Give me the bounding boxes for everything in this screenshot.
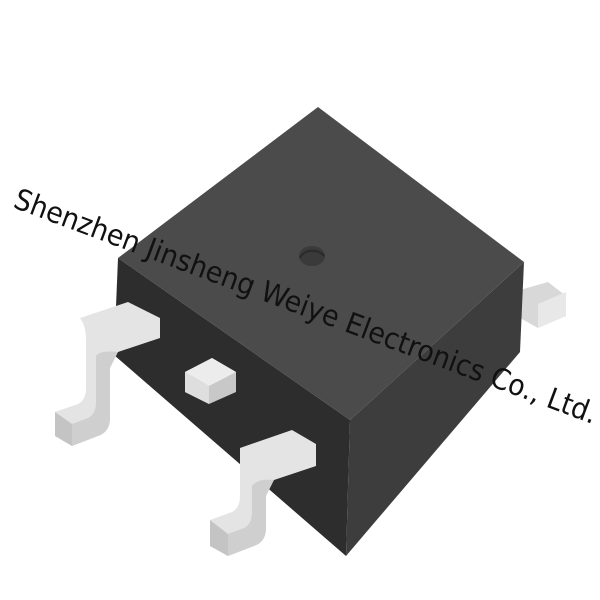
right-lead xyxy=(210,430,316,556)
mold-hole xyxy=(299,246,325,266)
package-body xyxy=(114,107,524,556)
rear-tab xyxy=(520,282,566,328)
left-lead xyxy=(55,302,160,446)
body-right-face xyxy=(346,262,524,556)
body-left-face xyxy=(114,258,350,556)
middle-lead xyxy=(185,358,236,404)
body-top-face xyxy=(118,107,524,420)
